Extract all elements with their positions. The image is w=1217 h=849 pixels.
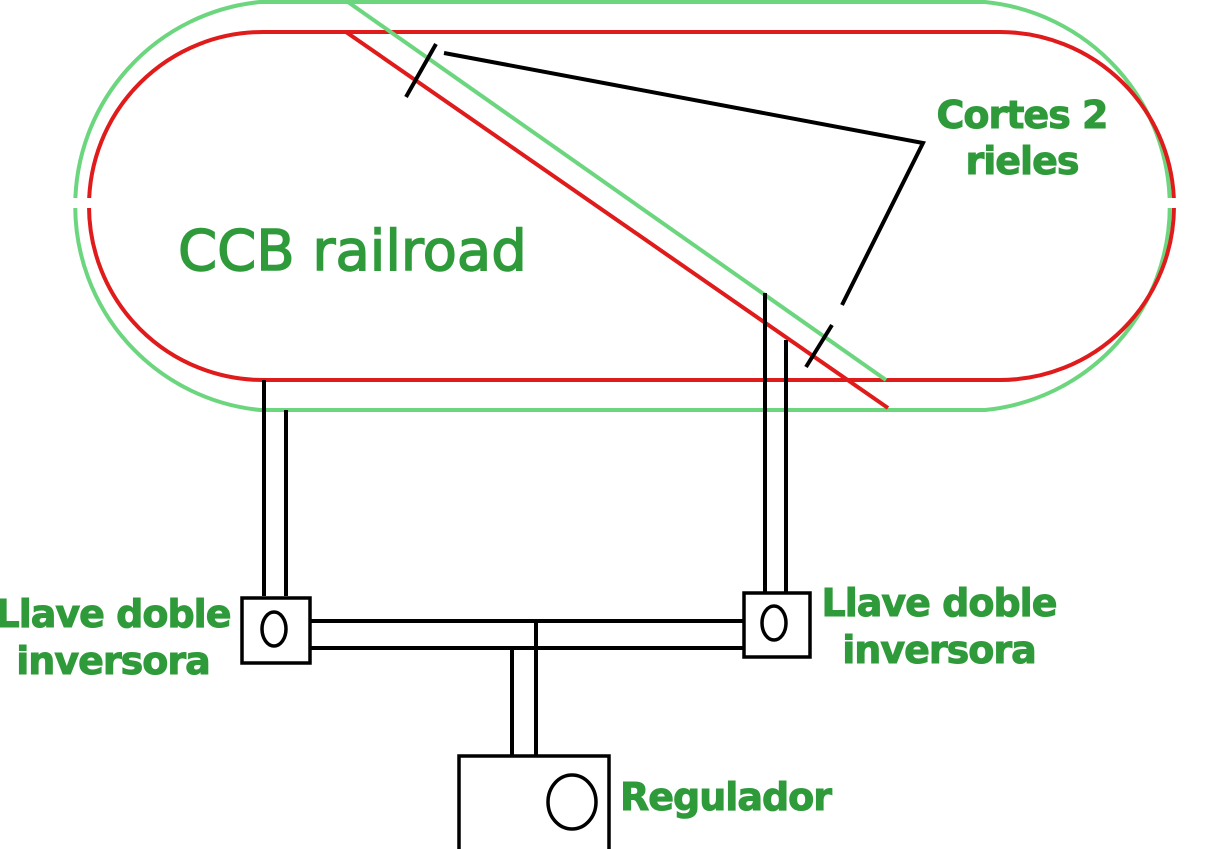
cuts-label-line1: Cortes 2 <box>937 93 1108 137</box>
right-rail-gap <box>1165 198 1217 208</box>
outer-rail-green <box>73 0 1172 412</box>
regulator-knob <box>546 773 598 831</box>
left-rail-gap <box>50 198 100 208</box>
rail-cut-marker-top <box>404 43 438 98</box>
diagonal-rail-green <box>346 0 888 382</box>
rail-cut-marker-bottom <box>804 323 834 369</box>
left-reversing-switch <box>240 596 312 665</box>
right-reversing-switch <box>742 591 812 659</box>
left-switch-knob <box>260 610 288 648</box>
cuts-label-line2: rieles <box>966 139 1079 183</box>
inner-rail-red <box>87 30 1176 382</box>
right-switch-label-line1: Llave doble <box>822 581 1057 625</box>
diagram-title: CCB railroad <box>178 219 527 284</box>
right-switch-knob <box>760 604 788 642</box>
left-switch-label-line1: Llave doble <box>0 592 230 636</box>
regulator-box <box>457 754 611 849</box>
right-switch-label-line2: inversora <box>842 628 1035 672</box>
left-switch-label-line2: inversora <box>16 639 209 683</box>
regulator-label: Regulador <box>620 775 832 819</box>
cuts-pointer-line <box>443 51 926 306</box>
diagonal-rail-red <box>344 30 890 410</box>
